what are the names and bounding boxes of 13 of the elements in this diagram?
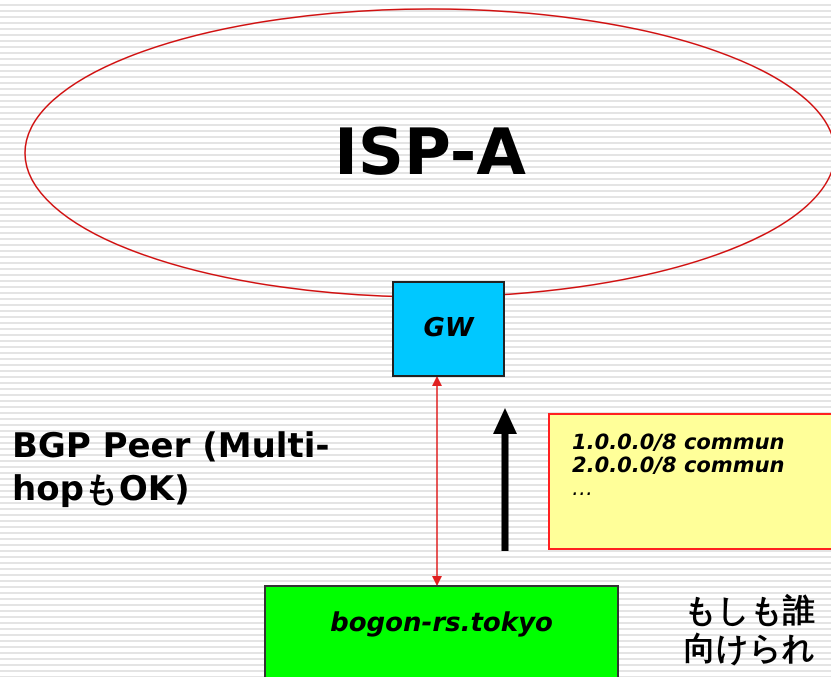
network-name: ISP-A xyxy=(334,114,526,192)
gateway-box xyxy=(392,281,505,377)
route-entry: 2.0.0.0/8 commun xyxy=(572,454,785,478)
route-list-box xyxy=(548,413,831,550)
connector-arrow xyxy=(432,376,442,586)
note-text: もしも誰 xyxy=(684,590,815,630)
route-entry: … xyxy=(572,477,593,500)
node-label: GW xyxy=(423,313,474,345)
peer-note: BGP Peer (Multi-hopもOK) xyxy=(12,425,330,510)
server-box xyxy=(264,585,619,677)
note-text: 向けられ xyxy=(684,628,815,668)
node-label: bogon-rs.tokyo xyxy=(330,608,553,640)
route-entry: 1.0.0.0/8 commun xyxy=(572,431,785,454)
